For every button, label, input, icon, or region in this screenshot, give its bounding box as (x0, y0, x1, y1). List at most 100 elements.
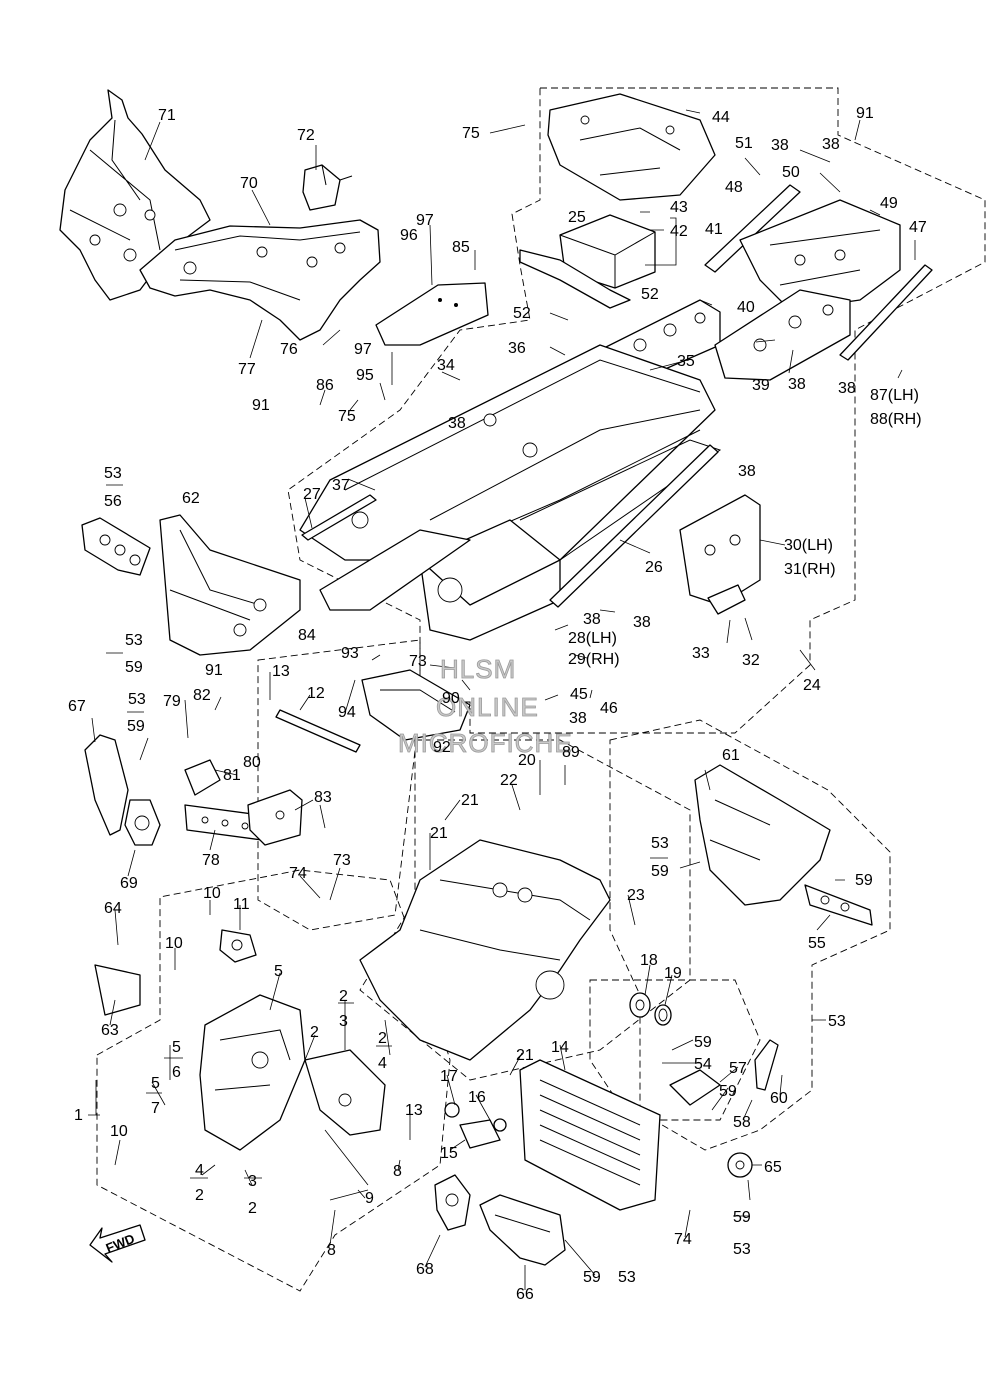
label-47: 47 (909, 219, 927, 236)
label-70: 70 (240, 175, 258, 192)
label-36: 36 (508, 340, 526, 357)
label-2e: 2 (248, 1200, 257, 1217)
label-74a: 74 (289, 865, 307, 882)
label-50: 50 (782, 164, 800, 181)
label-8a: 8 (393, 1163, 402, 1180)
label-59g: 59 (733, 1209, 751, 1226)
label-55: 55 (808, 935, 826, 952)
hub-65 (727, 1152, 753, 1178)
label-86: 86 (316, 377, 334, 394)
fitting-16 (493, 1118, 507, 1132)
label-15: 15 (440, 1145, 458, 1162)
label-13b: 13 (405, 1102, 423, 1119)
bracket-63 (94, 964, 141, 1016)
label-90: 90 (442, 690, 460, 707)
label-92: 92 (433, 739, 451, 756)
label-3a: 3 (339, 1013, 348, 1030)
mount-11 (219, 929, 257, 963)
label-28: 28(LH) (568, 630, 617, 647)
label-48: 48 (725, 179, 743, 196)
label-46: 46 (600, 700, 618, 717)
label-91a: 91 (856, 105, 874, 122)
bracket-72 (302, 164, 353, 211)
label-38a: 38 (788, 376, 806, 393)
rail-27 (301, 494, 377, 541)
watermark-line2: ONLINE (436, 692, 539, 722)
label-21a: 21 (461, 792, 479, 809)
label-19: 19 (664, 965, 682, 982)
part-labels: 71 72 70 77 76 97 96 85 75 25 44 43 42 4… (68, 105, 927, 1303)
label-68: 68 (416, 1261, 434, 1278)
label-13a: 13 (272, 663, 290, 680)
fwd-arrow-icon: FWD (89, 1224, 146, 1263)
label-32: 32 (742, 652, 760, 669)
label-53a: 53 (104, 465, 122, 482)
label-80: 80 (243, 754, 261, 771)
label-51: 51 (735, 135, 753, 152)
label-38f: 38 (738, 463, 756, 480)
label-81: 81 (223, 767, 241, 784)
label-59a: 59 (125, 659, 143, 676)
label-3b: 3 (248, 1173, 257, 1190)
label-38h: 38 (583, 611, 601, 628)
label-59f: 59 (719, 1083, 737, 1100)
label-38b: 38 (838, 380, 856, 397)
heat-exchanger-14 (519, 1059, 661, 1211)
bracket-80 (247, 789, 303, 846)
label-58: 58 (733, 1114, 751, 1131)
label-59e: 59 (694, 1034, 712, 1051)
label-71: 71 (158, 107, 176, 124)
label-63: 63 (101, 1022, 119, 1039)
side-panel-30-31 (679, 494, 761, 606)
ring-19 (654, 1004, 672, 1026)
label-9: 9 (365, 1190, 374, 1207)
rear-frame-49 (739, 199, 901, 311)
engine-cradle (359, 839, 611, 1061)
label-73b: 73 (333, 852, 351, 869)
label-96: 96 (400, 227, 418, 244)
label-59b: 59 (127, 718, 145, 735)
label-16: 16 (468, 1089, 486, 1106)
label-38d: 38 (822, 136, 840, 153)
watermark-line3: MICROFICHE (398, 728, 573, 758)
upper-frame-70 (139, 219, 381, 341)
label-37: 37 (332, 477, 350, 494)
fitting-17 (444, 1102, 460, 1118)
label-44: 44 (712, 109, 730, 126)
label-56: 56 (104, 493, 122, 510)
label-87: 87(LH) (870, 387, 919, 404)
label-74b: 74 (674, 1231, 692, 1248)
label-83: 83 (314, 789, 332, 806)
label-75b: 75 (338, 408, 356, 425)
label-52a: 52 (513, 305, 531, 322)
label-33: 33 (692, 645, 710, 662)
label-38i: 38 (569, 710, 587, 727)
label-85: 85 (452, 239, 470, 256)
label-95: 95 (356, 367, 374, 384)
label-53c: 53 (128, 691, 146, 708)
rear-cover-25 (547, 93, 716, 201)
label-97b: 97 (354, 341, 372, 358)
label-73a: 73 (409, 653, 427, 670)
label-59c: 59 (651, 863, 669, 880)
box-41 (519, 214, 656, 309)
right-bracket-61 (694, 764, 831, 906)
label-89: 89 (562, 744, 580, 761)
label-10a: 10 (203, 885, 221, 902)
label-84: 84 (298, 627, 316, 644)
label-45: 45 (570, 686, 588, 703)
label-38g: 38 (633, 614, 651, 631)
label-42: 42 (670, 223, 688, 240)
label-78: 78 (202, 852, 220, 869)
label-88: 88(RH) (870, 411, 922, 428)
label-2c: 2 (378, 1030, 387, 1047)
label-59d: 59 (855, 872, 873, 889)
cover-68 (434, 1174, 471, 1231)
label-24: 24 (803, 677, 821, 694)
front-bracket-62 (159, 514, 301, 656)
label-61: 61 (722, 747, 740, 764)
label-91c: 91 (205, 662, 223, 679)
label-11: 11 (233, 896, 250, 913)
label-54: 54 (694, 1056, 712, 1073)
